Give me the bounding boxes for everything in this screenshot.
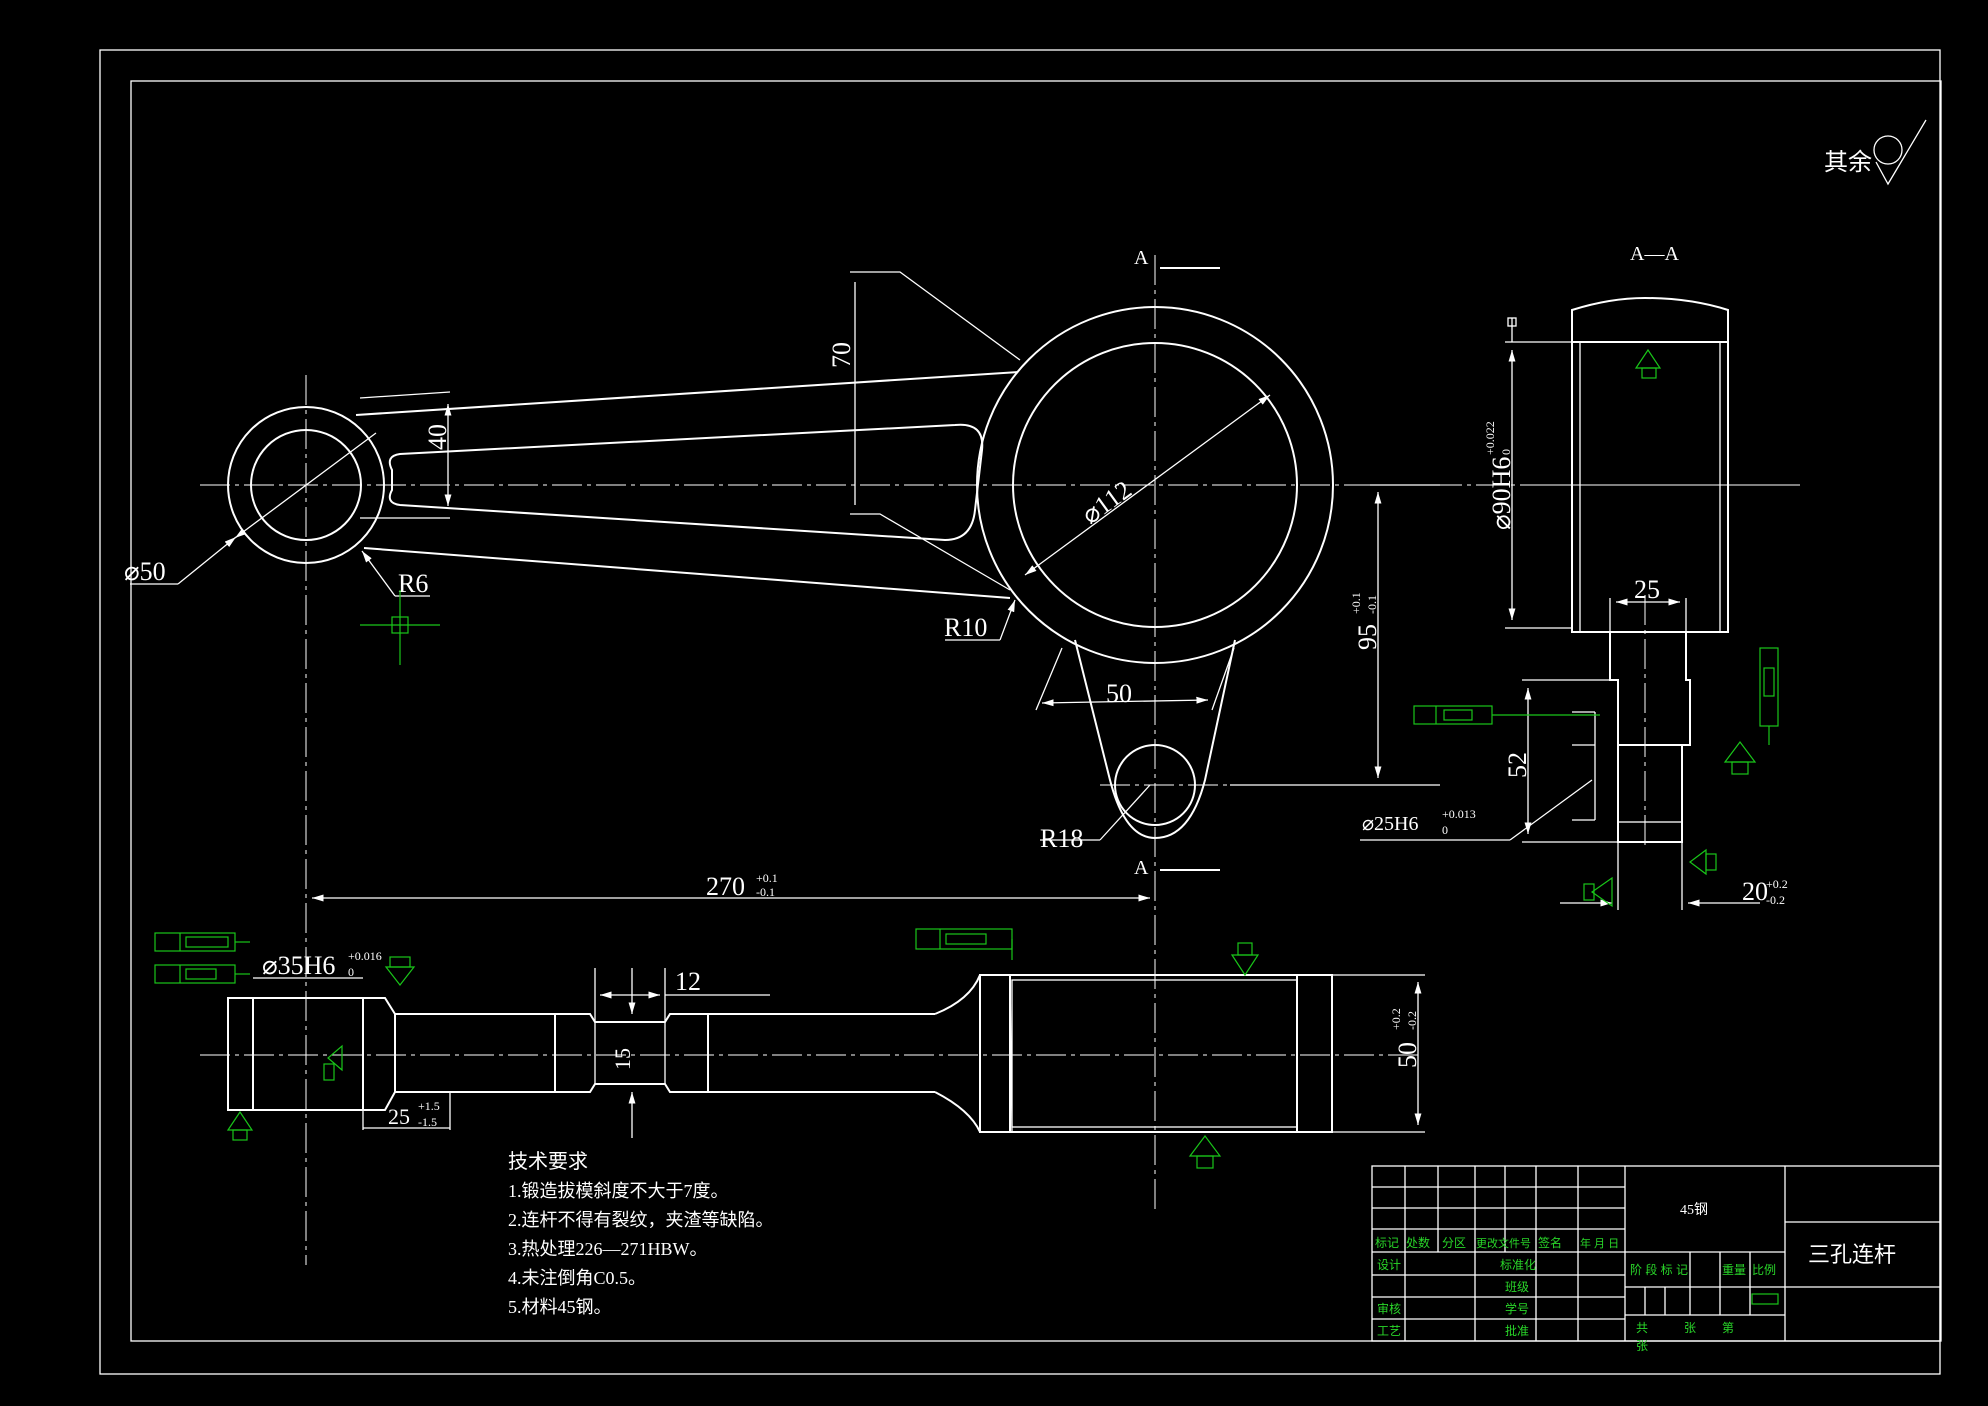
outer-frame [99, 49, 1941, 1375]
big-eye-bore [1012, 342, 1298, 628]
tb-sheet-no: 第 [1722, 1321, 1734, 1335]
svg-text:其余: 其余 [1824, 149, 1872, 176]
tb-scale: 比例 [1752, 1263, 1776, 1277]
dim-12: 12 [675, 967, 701, 996]
dim-d50: ⌀50 [124, 557, 166, 586]
dim-270-tol-low: -0.1 [756, 885, 775, 899]
section-mark-top: A [1134, 247, 1149, 269]
dim-95: 95 [1353, 624, 1382, 650]
tech-req-item: 5.材料45钢。 [508, 1297, 612, 1317]
tb-student-no: 学号 [1505, 1301, 1529, 1316]
dim-50-lug: 50 [1106, 679, 1132, 708]
dim-15: 15 [610, 1048, 635, 1070]
tb-sheets: 张 [1684, 1321, 1696, 1335]
dim-d112: ⌀112 [1076, 475, 1136, 530]
tb-h-docno: 更改文件号 [1476, 1236, 1531, 1250]
tb-part-name: 三孔连杆 [1808, 1242, 1896, 1267]
dim-25-tol-low: -1.5 [418, 1115, 437, 1129]
tech-req-item: 2.连杆不得有裂纹，夹渣等缺陷。 [508, 1210, 774, 1230]
dim-d25h6-tol-up: +0.013 [1442, 807, 1476, 821]
title-block: 45钢 三孔连杆 标记 处数 分区 更改文件号 签名 年 月 日 设计 标准化 … [1371, 1165, 1941, 1353]
dim-d90: ⌀90H6 [1487, 457, 1516, 530]
section-title: A—A [1630, 243, 1679, 265]
small-eye-bore [250, 429, 362, 541]
dim-95-tol-low: -0.1 [1365, 595, 1379, 614]
ref-crosshair [360, 590, 440, 665]
dim-d25h6-tol-low: 0 [1442, 823, 1448, 837]
gdt-frames-section [1413, 348, 1779, 908]
dim-d25h6: ⌀25H6 [1362, 813, 1418, 835]
tb-h-date: 年 月 日 [1580, 1236, 1619, 1250]
dim-25: 25 [388, 1104, 410, 1129]
dim-d90-tol-low: 0 [1499, 449, 1513, 455]
dim-d35: ⌀35H6 [262, 951, 335, 980]
dim-25-tol-up: +1.5 [418, 1099, 440, 1113]
dim-50-height: 50 [1393, 1042, 1422, 1068]
dim-70: 70 [827, 342, 856, 368]
tb-sheet-unit: 张 [1636, 1339, 1648, 1353]
dim-r10: R10 [944, 613, 987, 642]
dim-20: 20 [1742, 877, 1768, 906]
tb-standardize: 标准化 [1500, 1258, 1536, 1272]
dim-20-tol-low: -0.2 [1766, 893, 1785, 907]
tb-h-zone: 分区 [1442, 1236, 1466, 1250]
gdt-frames-top [154, 928, 1260, 1169]
tb-material: 45钢 [1680, 1202, 1708, 1218]
dim-d35-tol-up: +0.016 [348, 949, 382, 963]
top-view: 270 +0.1 -0.1 ⌀35H6 +0.016 0 12 15 25 +1… [154, 871, 1425, 1169]
tb-approve: 批准 [1505, 1323, 1529, 1338]
tb-total: 共 [1636, 1321, 1648, 1335]
dim-r18: R18 [1040, 824, 1083, 853]
lug-bore [1114, 744, 1196, 826]
tb-weight: 重量 [1722, 1263, 1746, 1277]
tech-req-item: 3.热处理226—271HBW。 [508, 1239, 708, 1259]
dim-40: 40 [423, 424, 452, 450]
dim-50h-tol-up: +0.2 [1389, 1008, 1403, 1030]
tb-class: 班级 [1505, 1280, 1529, 1294]
roughness-note: 其余 [1824, 119, 1927, 186]
front-view: A A ⌀50 R6 40 70 ⌀112 R10 [124, 247, 1800, 1265]
tech-req-item: 4.未注倒角C0.5。 [508, 1268, 646, 1288]
dim-270-tol-up: +0.1 [756, 871, 778, 885]
dim-d90-tol-up: +0.022 [1483, 421, 1497, 455]
small-eye-outer [227, 406, 385, 564]
tech-requirements: 技术要求 1.锻造拔模斜度不大于7度。 2.连杆不得有裂纹，夹渣等缺陷。 3.热… [508, 1150, 774, 1317]
tb-h-sign: 签名 [1538, 1235, 1562, 1250]
section-view: A—A ⌀90H6 +0.022 0 25 52 [1360, 243, 1800, 910]
dim-50h-tol-low: -0.2 [1405, 1011, 1419, 1030]
tb-process: 工艺 [1377, 1324, 1401, 1338]
dim-52: 52 [1503, 752, 1532, 778]
tb-design: 设计 [1377, 1258, 1401, 1272]
section-mark-bottom: A [1134, 857, 1149, 879]
tb-stage-mark: 阶 段 标 记 [1630, 1262, 1688, 1277]
tb-h-count: 处数 [1406, 1235, 1430, 1250]
dim-d35-tol-low: 0 [348, 965, 354, 979]
tech-req-item: 1.锻造拔模斜度不大于7度。 [508, 1181, 729, 1201]
dim-95-tol-up: +0.1 [1349, 592, 1363, 614]
dim-r6: R6 [398, 569, 428, 598]
inner-frame [130, 80, 1942, 1342]
tb-h-mark: 标记 [1375, 1236, 1399, 1250]
dim-20-tol-up: +0.2 [1766, 877, 1788, 891]
tech-req-title: 技术要求 [508, 1150, 588, 1173]
dim-25-width: 25 [1634, 575, 1660, 604]
dim-270: 270 [706, 872, 745, 901]
tb-review: 审核 [1377, 1301, 1401, 1316]
